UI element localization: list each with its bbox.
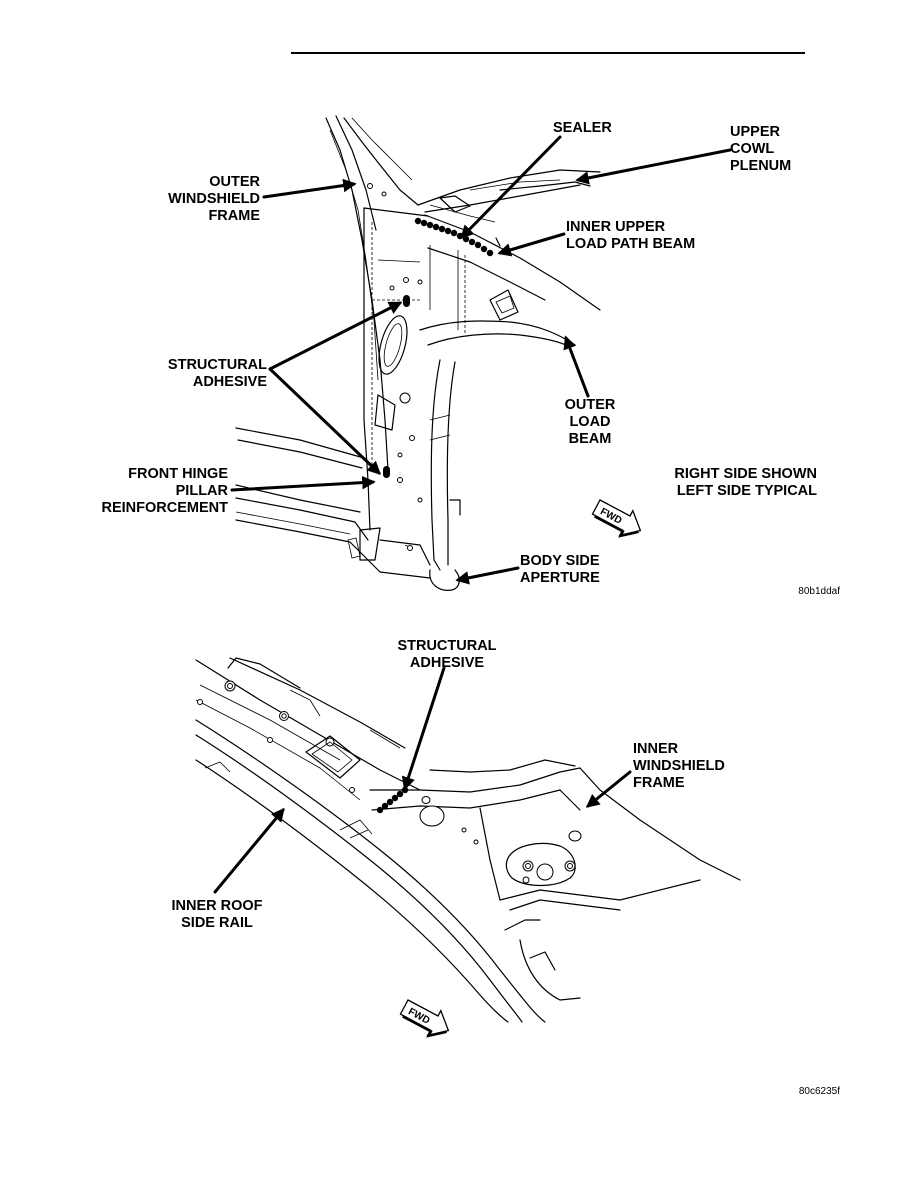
label-front-hinge-pillar-1: FRONT HINGE — [128, 466, 228, 482]
label-inner-windshield-frame-2: WINDSHIELD — [633, 758, 725, 774]
inner-roof-rail-leader — [213, 807, 285, 894]
label-sealer: SEALER — [553, 120, 612, 136]
inner-windshield-leader — [585, 770, 632, 808]
label-body-side-aperture-1: BODY SIDE — [520, 553, 600, 569]
label-body-side-aperture-2: APERTURE — [520, 570, 600, 586]
figure1-leaders — [230, 135, 732, 585]
sealer-leader — [460, 135, 562, 239]
label-outer-windshield-frame-3: FRAME — [208, 208, 260, 224]
label-inner-upper-load-path-beam-1: INNER UPPER — [566, 219, 666, 235]
inner-upper-beam-leader — [497, 232, 566, 257]
label-outer-windshield-frame-1: OUTER — [209, 174, 260, 190]
header-rule — [291, 52, 805, 54]
label-left-side-typical: LEFT SIDE TYPICAL — [677, 483, 817, 499]
adhesive-leader-lower — [268, 367, 381, 475]
adhesive-leader-fig2 — [401, 666, 446, 791]
label-upper-cowl-plenum-3: PLENUM — [730, 158, 791, 174]
sealer-bead — [414, 217, 494, 257]
outer-load-beam-leader — [563, 335, 590, 398]
figure2-body-structure — [195, 657, 741, 1023]
label-structural-adhesive-fig1-2: ADHESIVE — [193, 374, 267, 390]
fwd-arrow-fig2: FWD — [399, 999, 450, 1038]
label-inner-upper-load-path-beam-2: LOAD PATH BEAM — [566, 236, 695, 252]
label-outer-windshield-frame-2: WINDSHIELD — [168, 191, 260, 207]
fwd-arrow-fig1: FWD — [591, 499, 642, 538]
label-right-side-shown: RIGHT SIDE SHOWN — [674, 466, 817, 482]
label-inner-windshield-frame-1: INNER — [633, 741, 679, 757]
label-structural-adhesive-fig1-1: STRUCTURAL — [168, 357, 267, 373]
figure1-body-structure — [235, 115, 601, 591]
label-inner-roof-side-rail-2: SIDE RAIL — [181, 915, 253, 931]
adhesive-leader-upper — [268, 301, 403, 371]
figure1-code: 80b1ddaf — [798, 586, 840, 597]
label-outer-load-beam-3: BEAM — [569, 431, 612, 447]
figure2-code: 80c6235f — [799, 1086, 840, 1097]
structural-adhesive-dots-fig2 — [376, 786, 409, 814]
outer-windshield-leader — [262, 178, 357, 199]
label-outer-load-beam-2: LOAD — [569, 414, 610, 430]
body-side-aperture-leader — [455, 566, 520, 585]
label-structural-adhesive-fig2-2: ADHESIVE — [410, 655, 484, 671]
label-front-hinge-pillar-3: REINFORCEMENT — [102, 500, 229, 516]
structural-adhesive-dots-fig1 — [383, 295, 410, 478]
label-inner-roof-side-rail-1: INNER ROOF — [171, 898, 262, 914]
label-upper-cowl-plenum-2: COWL — [730, 141, 774, 157]
label-upper-cowl-plenum-1: UPPER — [730, 124, 780, 140]
label-structural-adhesive-fig2-1: STRUCTURAL — [397, 638, 496, 654]
label-outer-load-beam-1: OUTER — [565, 397, 616, 413]
hinge-pillar-leader — [230, 475, 376, 492]
label-front-hinge-pillar-2: PILLAR — [176, 483, 229, 499]
upper-cowl-leader — [575, 148, 732, 185]
figure2-leaders — [213, 666, 632, 894]
label-inner-windshield-frame-3: FRAME — [633, 775, 685, 791]
